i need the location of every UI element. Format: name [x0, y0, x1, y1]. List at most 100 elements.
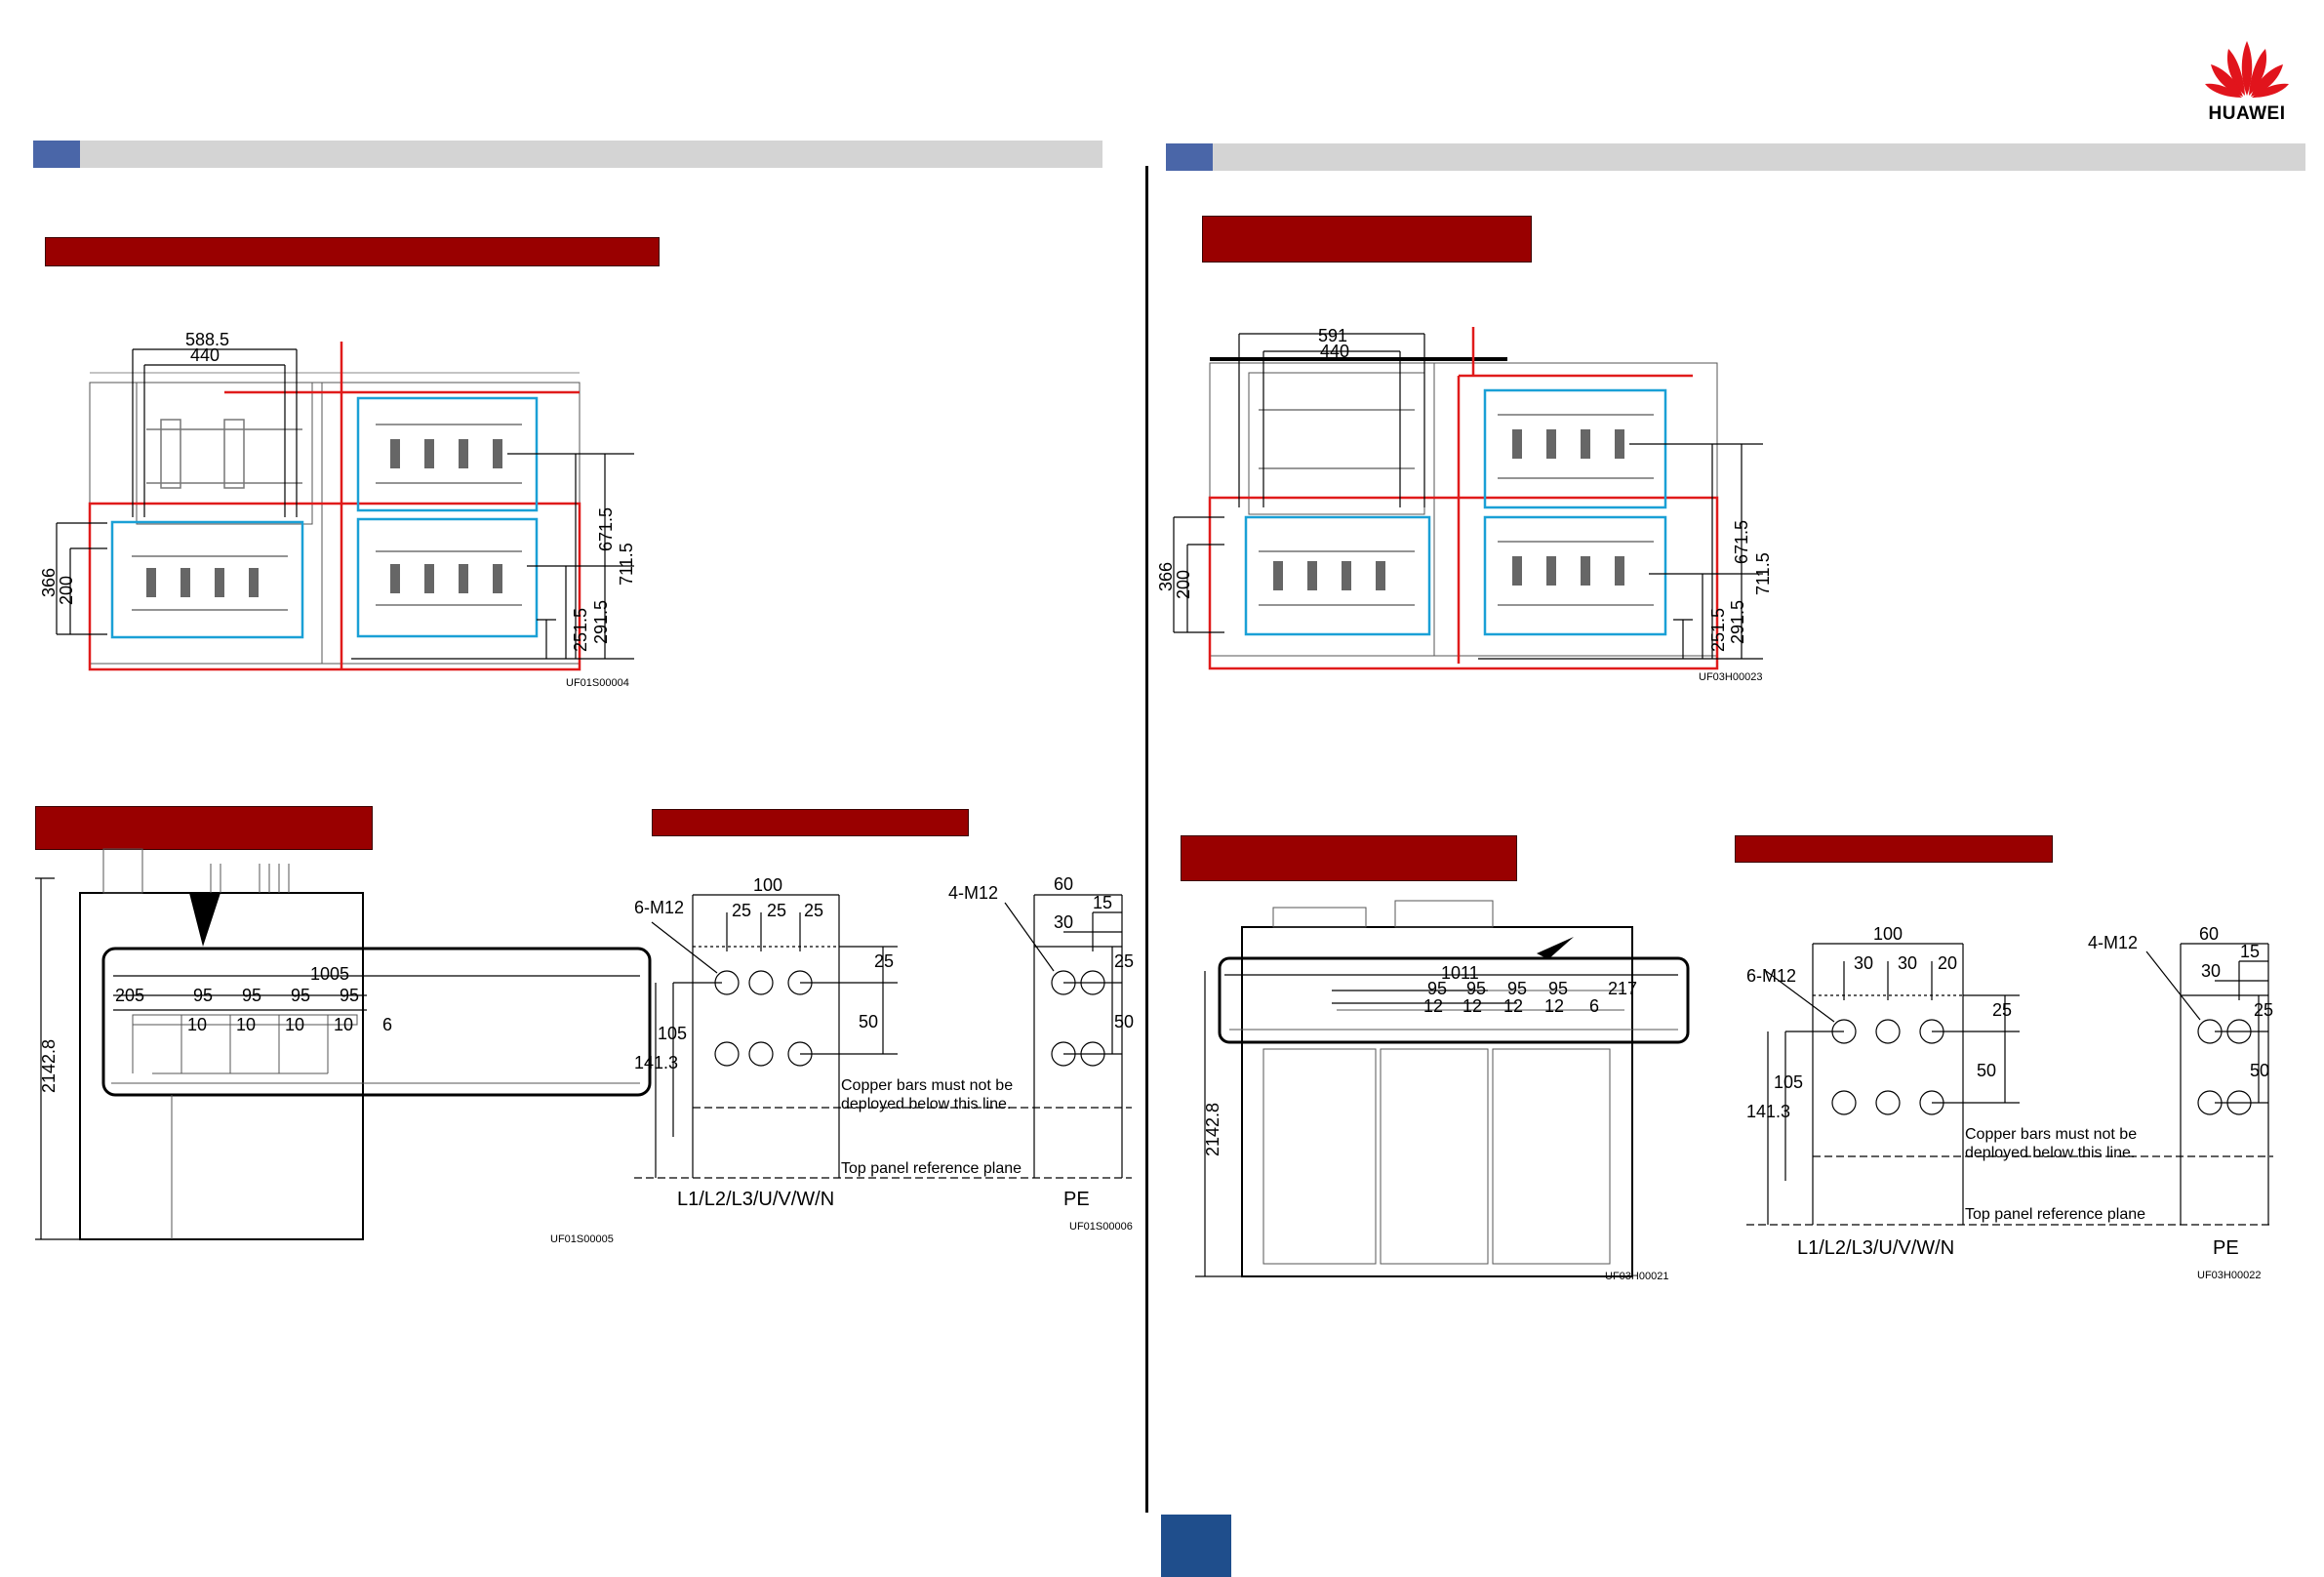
bar-width-3: 12 — [1503, 996, 1523, 1016]
spacing-2: 95 — [1466, 979, 1486, 998]
dim-366: 366 — [39, 568, 59, 597]
bar-width-1: 12 — [1423, 996, 1443, 1016]
dim-591: 591 — [1318, 326, 1347, 345]
bar-width-2: 10 — [236, 1015, 256, 1034]
note-reference: Top panel reference plane — [1965, 1206, 2145, 1223]
dim-141: 141.3 — [1746, 1102, 1790, 1121]
drawing-code: UF01S00006 — [1069, 1221, 1133, 1233]
note-reference: Top panel reference plane — [841, 1160, 1022, 1177]
dim-100: 100 — [753, 875, 782, 895]
dim-671: 671.5 — [1732, 520, 1751, 564]
dim-251: 251.5 — [571, 608, 590, 652]
bar-width-1: 10 — [187, 1015, 207, 1034]
huawei-flower-icon — [2205, 41, 2289, 98]
pitch-2: 30 — [1898, 953, 1917, 973]
right-side-drawing: 2142.8 1011 95 95 95 95 217 12 12 12 12 … — [1195, 900, 1690, 1282]
spacing-1: 205 — [115, 986, 144, 1005]
spacing-4: 95 — [1548, 979, 1568, 998]
left-side-drawing: 2142.8 1005 205 95 95 95 95 10 10 10 10 … — [35, 848, 652, 1245]
dim-291: 291.5 — [591, 600, 611, 644]
pe-30: 30 — [1054, 912, 1073, 932]
dim-141: 141.3 — [634, 1053, 678, 1072]
dim-291: 291.5 — [1728, 600, 1747, 644]
dim-588: 588.5 — [185, 330, 229, 349]
label-pe: PE — [2213, 1237, 2239, 1259]
phase-holes: 6-M12 — [634, 898, 684, 917]
drawing-code: UF03H00023 — [1699, 671, 1762, 683]
drawing-code: UF01S00004 — [566, 677, 629, 689]
pitch-2: 25 — [767, 901, 786, 920]
spacing-5: 95 — [340, 986, 359, 1005]
left-top-title-bar — [45, 237, 660, 266]
left-header-bar — [80, 141, 1102, 168]
pe-25: 25 — [2254, 1000, 2273, 1020]
bar-width-2: 12 — [1463, 996, 1482, 1016]
drawing-code: UF01S00005 — [550, 1233, 614, 1245]
label-pe: PE — [1063, 1189, 1090, 1210]
right-hole-title-bar — [1735, 835, 2053, 863]
bar-width-5: 6 — [382, 1015, 392, 1034]
row-gap: 50 — [1977, 1061, 1996, 1080]
left-top-drawing: 588.5 440 366 200 671.5 711.5 251.5 291.… — [39, 330, 636, 689]
side-height: 2142.8 — [1203, 1103, 1222, 1156]
column-divider — [1145, 166, 1148, 1513]
drawing-code: UF03H00022 — [2197, 1270, 2261, 1281]
dim-251: 251.5 — [1708, 608, 1728, 652]
pe-15: 15 — [1093, 893, 1112, 912]
pe-60: 60 — [1054, 874, 1073, 894]
huawei-logo: HUAWEI — [2203, 39, 2291, 129]
row-gap: 50 — [859, 1012, 878, 1031]
side-width: 1011 — [1441, 963, 1479, 983]
top-offset: 25 — [1992, 1000, 2012, 1020]
left-header-marker — [33, 141, 80, 168]
label-phase: L1/L2/L3/U/V/W/N — [1797, 1237, 1954, 1259]
note-line-1: Copper bars must not be — [1965, 1126, 2137, 1143]
pe-25: 25 — [1114, 951, 1134, 971]
note-line-1: Copper bars must not be — [841, 1077, 1013, 1094]
right-hole-drawing: 6-M12 100 30 30 20 25 50 105 141.3 Coppe… — [1746, 924, 2273, 1281]
spacing-5: 217 — [1608, 979, 1637, 998]
pe-60: 60 — [2199, 924, 2219, 944]
left-hole-title-bar — [652, 809, 969, 836]
label-phase: L1/L2/L3/U/V/W/N — [677, 1189, 834, 1210]
left-hole-drawing: 6-M12 100 25 25 25 25 50 105 141.3 Coppe… — [634, 874, 1134, 1233]
pe-holes: 4-M12 — [2088, 933, 2138, 952]
right-header-bar — [1213, 143, 2305, 171]
dim-711: 711.5 — [1753, 552, 1773, 595]
bar-width-5: 6 — [1589, 996, 1599, 1016]
dim-100: 100 — [1873, 924, 1903, 944]
side-width: 1005 — [310, 964, 349, 984]
pitch-1: 25 — [732, 901, 751, 920]
right-top-drawing: 591 440 366 200 671.5 711.5 251.5 291.5 … — [1156, 326, 1773, 683]
dim-366: 366 — [1156, 562, 1176, 591]
pe-15: 15 — [2240, 942, 2260, 961]
pe-30: 30 — [2201, 961, 2221, 981]
dim-105: 105 — [658, 1024, 687, 1043]
left-side-title-bar — [35, 806, 373, 850]
drawing-code: UF03H00021 — [1605, 1271, 1668, 1282]
right-side-title-bar — [1181, 835, 1517, 881]
bar-width-3: 10 — [285, 1015, 304, 1034]
pe-50: 50 — [1114, 1012, 1134, 1031]
dim-711: 711.5 — [617, 543, 636, 586]
pitch-1: 30 — [1854, 953, 1873, 973]
dim-105: 105 — [1774, 1072, 1803, 1092]
brand-name: HUAWEI — [2208, 103, 2286, 124]
right-header-marker — [1166, 143, 1213, 171]
spacing-3: 95 — [1507, 979, 1527, 998]
pitch-3: 25 — [804, 901, 823, 920]
pe-holes: 4-M12 — [948, 883, 998, 903]
note-line-2: deployed below this line. — [841, 1096, 1011, 1112]
spacing-3: 95 — [242, 986, 261, 1005]
pitch-3: 20 — [1938, 953, 1957, 973]
top-offset: 25 — [874, 951, 894, 971]
right-top-title-bar — [1202, 216, 1532, 263]
spacing-2: 95 — [193, 986, 213, 1005]
dim-200: 200 — [57, 576, 76, 605]
spacing-4: 95 — [291, 986, 310, 1005]
pe-50: 50 — [2250, 1061, 2269, 1080]
spacing-1: 95 — [1427, 979, 1447, 998]
phase-holes: 6-M12 — [1746, 966, 1796, 986]
dim-440: 440 — [1320, 342, 1349, 361]
bar-width-4: 12 — [1544, 996, 1564, 1016]
